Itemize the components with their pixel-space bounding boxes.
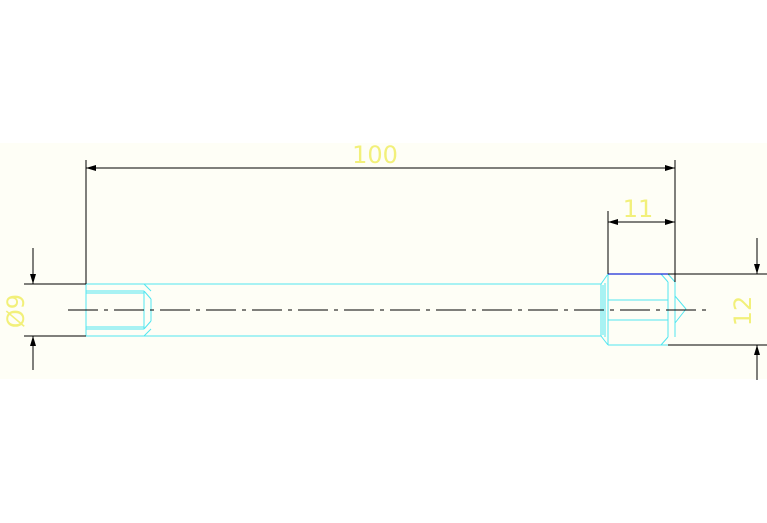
shank-diameter-label: Ø9: [2, 294, 30, 328]
dimension-lines: [24, 160, 767, 380]
head-height-label: 12: [729, 296, 757, 327]
drawing-area: [0, 143, 767, 379]
overall-length-label: 100: [352, 141, 398, 169]
head-length-label: 11: [623, 195, 654, 223]
